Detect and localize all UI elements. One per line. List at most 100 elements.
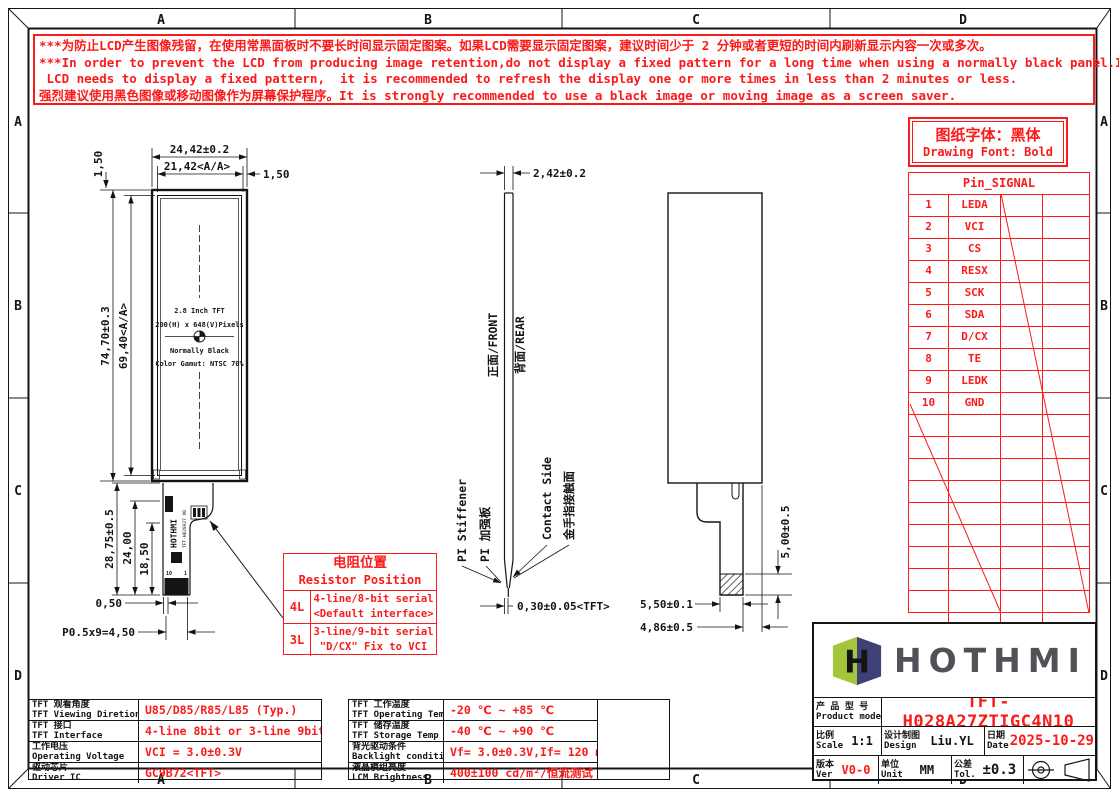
spec-label-zh: TFT 接口 (32, 721, 72, 731)
pin-empty-cell (1001, 349, 1043, 370)
unit-label-zh: 单位 (881, 760, 900, 770)
pin-empty-cell (1043, 393, 1089, 414)
pin-empty-cell (1043, 481, 1089, 502)
spec-value: VCI = 3.0±0.3V (145, 745, 242, 759)
spec-label-en: TFT Storage Temp (352, 731, 439, 741)
grid-letter-left-d: D (14, 669, 22, 684)
fpc-component (165, 496, 173, 512)
third-angle-projection-icon (1027, 758, 1090, 782)
pin-number: 4 (909, 261, 949, 282)
drawing-font-note-inner: 图纸字体：黑体 Drawing Font: Bold (912, 121, 1064, 163)
pin-empty-cell (1043, 217, 1089, 238)
panel-spec-gamut: Color Gamut: NTSC 70% (155, 360, 244, 368)
pin-signal: LEDK (949, 371, 1001, 392)
pin-row-empty (909, 591, 1089, 613)
pin-empty-cell (1043, 305, 1089, 326)
svg-text:H: H (844, 644, 870, 680)
dim-margin-top: 1,50 (92, 151, 105, 178)
fpc-brand-text: HOTHMI (170, 519, 179, 548)
scale-label-en: Scale (816, 741, 844, 751)
resistor-value: 4-line/8-bit serial <Default interface> (311, 591, 436, 623)
date-value: 2025-10-29 (1009, 733, 1094, 749)
pin-signal: LEDA (949, 195, 1001, 216)
grid-letter-left-a: A (14, 115, 22, 130)
pin-empty-cell (1043, 415, 1089, 436)
spec-label-en: TFT Viewing Diretion (32, 710, 138, 720)
label-rear-side: 背面/REAR (513, 316, 527, 374)
dim-height-outer: 74,70±0.3 (99, 306, 112, 366)
resistor-position-arrow (209, 520, 284, 619)
pin-empty-cell (909, 459, 949, 480)
version-value: V0-0 (841, 763, 871, 777)
version-label-zh: 版本 (816, 760, 835, 770)
fpc-model-text: TFT-H028A27 V0 (182, 510, 188, 548)
panel-spec-mode: Normally Black (170, 347, 230, 355)
spec-label-zh: TFT 储存温度 (352, 721, 410, 731)
pin-number: 9 (909, 371, 949, 392)
pin-row-empty (909, 481, 1089, 503)
fpc-gold-fingers (164, 578, 189, 595)
pin-empty-cell (949, 437, 1001, 458)
pin-empty-cell (1001, 393, 1043, 414)
pin-number: 2 (909, 217, 949, 238)
spec-value: Vf= 3.0±0.3V,If= 120 mA (450, 745, 597, 759)
resistor-row-4l: 4L 4-line/8-bit serial <Default interfac… (284, 591, 436, 624)
font-note-zh: 图纸字体：黑体 (935, 125, 1041, 144)
pin-empty-cell (1001, 481, 1043, 502)
pin-empty-cell (949, 415, 1001, 436)
pin-empty-cell (1001, 327, 1043, 348)
center-mark-icon (199, 331, 205, 337)
pin-empty-cell (1043, 283, 1089, 304)
pin-empty-cell (1043, 349, 1089, 370)
grid-letter-top-a: A (157, 13, 165, 28)
pin-empty-cell (1001, 283, 1043, 304)
pin-row-empty (909, 503, 1089, 525)
pin-row-empty (909, 415, 1089, 437)
grid-letter-bottom-a: A (157, 773, 165, 788)
grid-letter-right-c: C (1100, 484, 1108, 499)
projection-symbol-cell (1024, 756, 1095, 784)
grid-letter-right-d: D (1100, 669, 1108, 684)
panel-spec-size: 2.8 Inch TFT (174, 307, 225, 315)
dim-contact-length: 5,00±0.5 (779, 506, 792, 559)
pin-empty-cell (1043, 591, 1089, 612)
dim-margin-right: 1,50 (263, 168, 290, 181)
spec-value: -40 ℃ ~ +90 ℃ (450, 724, 555, 738)
fpc-pin10-label: 10 (166, 571, 172, 577)
resistor-line1: 3-line/9-bit serial (313, 626, 434, 638)
pin-empty-cell (1001, 459, 1043, 480)
pin-empty-cell (1001, 437, 1043, 458)
pin-signal: GND (949, 393, 1001, 414)
pin-empty-cell (1001, 239, 1043, 260)
resistor-table-header: 电阻位置 Resistor Position (284, 554, 436, 591)
hothmi-logo-icon: H (832, 636, 882, 685)
dim-width-outer: 24,42±0.2 (170, 143, 230, 156)
pin-empty-cell (1043, 437, 1089, 458)
pin-row-empty (909, 437, 1089, 459)
dim-fpc-total: 28,75±0.5 (103, 509, 116, 569)
pin-empty-cell (1001, 569, 1043, 590)
retention-warning-box: ***为防止LCD产生图像残留，在使用常黑面板时不要长时间显示固定图案。如果LC… (33, 34, 1119, 105)
pin-signal: CS (949, 239, 1001, 260)
resistor-row-3l: 3L 3-line/9-bit serial "D/CX" Fix to VCI (284, 624, 436, 656)
dim-tft-glass: 0,30±0.05<TFT> (517, 600, 610, 613)
spec-label-en: TFT Operating Temp (352, 710, 443, 720)
pin-signal: SDA (949, 305, 1001, 326)
